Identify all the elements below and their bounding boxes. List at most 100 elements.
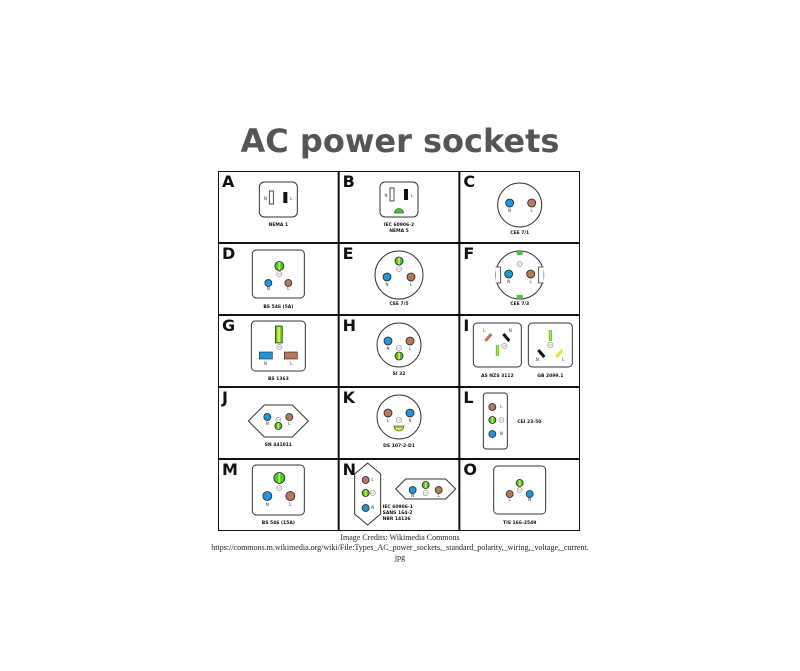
- earth-pin-stripe: [395, 426, 404, 428]
- cell-letter: F: [463, 244, 474, 263]
- neutral-pin: [263, 413, 272, 421]
- pin-label: L: [483, 328, 486, 333]
- neutral-slot: [389, 187, 395, 202]
- live-pin: [383, 408, 393, 418]
- socket-standard-label: CEE 7/1: [510, 230, 529, 236]
- earth-symbol-icon: [516, 487, 523, 493]
- pin-label: N: [508, 208, 511, 213]
- socket-standard-label: BS 546 (5A): [263, 304, 293, 310]
- earth-symbol-icon: [516, 261, 523, 267]
- neutral-pin: [264, 279, 273, 287]
- earth-symbol-icon: [498, 417, 505, 423]
- earth-symbol-icon: [396, 345, 402, 351]
- pin-label: L: [288, 421, 291, 426]
- pin-label: L: [290, 196, 293, 201]
- live-slot: [404, 189, 409, 200]
- pin-label: N: [267, 286, 270, 291]
- socket-standard-label: NEMA 5: [389, 228, 409, 234]
- socket-standard-label: IEC 60906-2: [384, 222, 414, 228]
- credits-url-suffix: jpg: [394, 553, 406, 562]
- earth-slot-stripe: [549, 330, 551, 341]
- earth-symbol-icon: [396, 266, 402, 272]
- earth-pin-stripe: [277, 423, 280, 429]
- socket-face: [379, 181, 419, 218]
- socket-cell-m: M N L BS 546 (15A): [222, 460, 305, 526]
- credits-source: Image Credits: Wikimedia Commons: [340, 533, 460, 542]
- pin-label: N: [266, 502, 269, 507]
- live-pin: [488, 403, 497, 411]
- cell-letter: K: [343, 388, 356, 407]
- neutral-pin: [361, 504, 370, 512]
- pin-label: N: [536, 357, 539, 362]
- pin-label: L: [531, 208, 534, 213]
- pin-label: N: [500, 431, 503, 436]
- pin-label: N: [509, 328, 512, 333]
- neutral-pin: [382, 272, 392, 282]
- pin-label: L: [500, 404, 503, 409]
- pin-label: L: [438, 493, 441, 498]
- socket-face: [495, 250, 545, 300]
- cell-letter: B: [343, 172, 355, 191]
- live-pin: [284, 279, 293, 287]
- socket-face: [394, 478, 457, 500]
- earth-pin-stripe: [398, 257, 400, 265]
- earth-pin-stripe: [398, 352, 400, 360]
- cell-letter: M: [222, 460, 238, 479]
- earth-pin-stripe: [277, 327, 281, 342]
- pin-label: N: [409, 418, 412, 423]
- cell-letter: D: [222, 244, 235, 263]
- earth-symbol-icon: [276, 344, 283, 350]
- earth-symbol-icon: [422, 490, 429, 496]
- neutral-pin: [259, 351, 273, 360]
- socket-standard-label: BS 1363: [268, 376, 289, 382]
- socket-cell-d: D N L BS 546 (5A): [222, 244, 305, 310]
- pin-label: N: [266, 421, 269, 426]
- earth-pin-stripe: [424, 482, 427, 488]
- pin-label: L: [289, 502, 292, 507]
- pin-label: L: [290, 361, 293, 366]
- socket-standard-label: NBR 14136: [383, 516, 411, 522]
- earth-symbol-icon: [276, 485, 283, 491]
- live-pin: [285, 413, 294, 421]
- cell-letter: G: [222, 316, 235, 335]
- earth-pin: [394, 208, 404, 214]
- live-slot: [555, 349, 564, 358]
- pin-label: N: [386, 282, 389, 287]
- cell-letter: N: [343, 460, 356, 479]
- pin-label: N: [264, 196, 267, 201]
- cell-letter: I: [463, 316, 469, 335]
- pin-label: N: [371, 505, 374, 510]
- pin-label: L: [287, 286, 290, 291]
- pin-label: L: [372, 477, 375, 482]
- neutral-slot: [502, 333, 511, 342]
- image-credits: Image Credits: Wikimedia Commons https:/…: [190, 533, 610, 563]
- neutral-pin: [525, 490, 534, 498]
- live-pin: [434, 486, 443, 494]
- pin-label: N: [264, 361, 267, 366]
- earth-pin-stripe: [278, 473, 281, 483]
- socket-standard-label: BS 546 (15A): [262, 520, 295, 526]
- live-pin: [361, 476, 370, 484]
- neutral-pin: [262, 491, 273, 501]
- socket-standard-label: CEE 7/5: [390, 301, 409, 307]
- socket-standard-label: SN 441011: [265, 442, 292, 448]
- cell-letter: O: [463, 460, 477, 479]
- live-slot: [283, 192, 288, 203]
- socket-face: [376, 322, 422, 368]
- live-pin: [285, 491, 296, 501]
- neutral-pin: [405, 408, 415, 418]
- socket-standard-label: IEC 60906-1: [383, 504, 413, 510]
- credits-url: https://commons.m.wikimedia.org/wiki/Fil…: [211, 543, 589, 552]
- earth-pin-stripe: [491, 417, 494, 423]
